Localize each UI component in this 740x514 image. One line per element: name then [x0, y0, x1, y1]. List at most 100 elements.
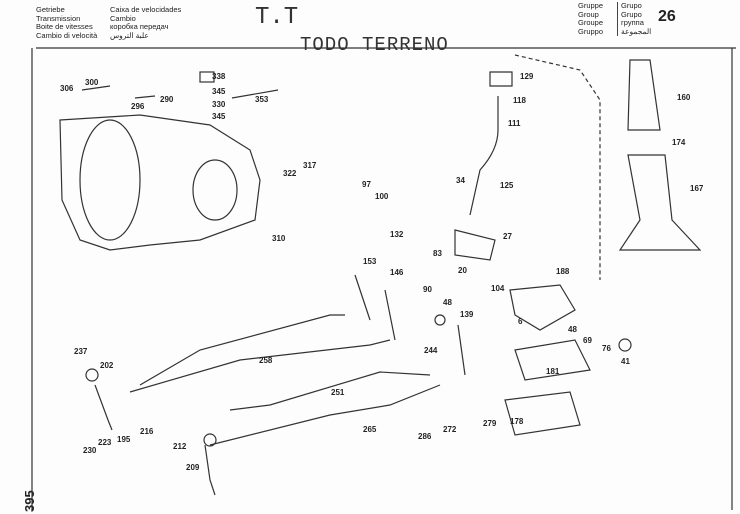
selector-housing	[509, 284, 576, 331]
part-label: 146	[390, 268, 404, 277]
part-label: 258	[259, 356, 273, 365]
part-label: 230	[83, 446, 97, 455]
handwritten-title: T.T	[255, 4, 299, 31]
header-text: Group	[578, 9, 599, 19]
rod-258	[139, 314, 345, 386]
rod-251	[129, 339, 391, 393]
part-label: 34	[456, 176, 465, 185]
part-label: 317	[303, 161, 317, 170]
header-text: Boite de vitesses	[36, 22, 93, 32]
bellhousing	[79, 119, 141, 241]
header-languages-2: Caixa de velocidades Cambio коробка пере…	[110, 5, 182, 40]
part-label: 237	[74, 347, 88, 356]
header-text: Groupe	[578, 18, 604, 28]
header-languages-1: Getriebe Transmission Boite de vitesses …	[36, 5, 98, 40]
gear-cover	[192, 159, 238, 221]
part-label: 330	[212, 100, 226, 109]
group-number: 26	[658, 8, 676, 25]
part-label: 48	[443, 298, 452, 307]
part-label: 132	[390, 230, 404, 239]
handwritten-subtitle: TODO TERRENO	[300, 34, 449, 56]
part-label: 174	[672, 138, 686, 147]
part-label: 104	[491, 284, 505, 293]
part-label: 306	[60, 84, 74, 93]
gearbox-housing	[59, 114, 261, 251]
header-text: Grupo	[621, 9, 642, 19]
shift-boot	[618, 154, 702, 251]
header-text: Cambio	[110, 13, 136, 23]
part-label: 272	[443, 425, 457, 434]
header-text: Cambio di velocità	[36, 30, 98, 40]
knob	[489, 71, 513, 87]
part-label: 69	[583, 336, 592, 345]
gear-lever-knob	[627, 59, 661, 131]
gasket-181	[514, 339, 591, 381]
header-text: المجموعة	[621, 26, 652, 36]
part-label: 195	[117, 435, 131, 444]
part-label: 41	[621, 357, 630, 366]
part-label: 129	[520, 72, 534, 81]
part-label: 125	[500, 181, 514, 190]
part-label: 223	[98, 438, 112, 447]
rod-251b	[229, 371, 431, 411]
lever-209	[204, 444, 216, 496]
part-label: 209	[186, 463, 200, 472]
part-label: 322	[283, 169, 297, 178]
part-label: 265	[363, 425, 377, 434]
header-text: Gruppo	[578, 26, 604, 36]
header-text: Getriebe	[36, 5, 65, 14]
header-text: Transmission	[36, 13, 81, 23]
part-label: 167	[690, 184, 704, 193]
leader-line	[514, 54, 601, 280]
part-label: 20	[458, 266, 467, 275]
part-label: 188	[556, 267, 570, 276]
lever-153	[354, 274, 371, 321]
lever-146	[384, 289, 396, 341]
header-text: علبة التروس	[110, 30, 149, 40]
part-label: 178	[510, 417, 524, 426]
header-text: Grupo	[621, 1, 642, 10]
part-label: 118	[513, 96, 526, 105]
part-label: 251	[331, 388, 345, 397]
part-label: 216	[140, 427, 154, 436]
part-label: 76	[602, 344, 611, 353]
part-label: 48	[568, 325, 577, 334]
part-label: 310	[272, 234, 286, 243]
lever-195	[94, 384, 113, 431]
rod-265	[209, 384, 441, 446]
lever-139	[457, 324, 466, 376]
part-label: 111	[508, 119, 521, 128]
part-label: 279	[483, 419, 497, 428]
part-label: 300	[85, 78, 99, 87]
group-labels-2: Grupo Grupo группа المجموعة	[617, 1, 652, 37]
header-text: Gruppe	[578, 1, 604, 10]
part-label: 90	[423, 285, 432, 294]
part-label: 345	[212, 87, 226, 96]
part-label: 338	[212, 72, 226, 81]
part-label: 244	[424, 346, 438, 355]
group-labels-1: Gruppe Group Groupe Gruppo	[578, 1, 604, 36]
part-label: 345	[212, 112, 226, 121]
part-label: 6	[518, 317, 523, 326]
part-label: 139	[460, 310, 474, 319]
part-label: 181	[546, 367, 560, 376]
part-label: 153	[363, 257, 377, 266]
part-label: 160	[677, 93, 691, 102]
part-label: 290	[160, 95, 174, 104]
part-label: 202	[100, 361, 114, 370]
part-label: 296	[131, 102, 145, 111]
shift-housing	[454, 229, 496, 261]
part-label: 353	[255, 95, 269, 104]
header-text: Caixa de velocidades	[110, 5, 182, 14]
plug	[199, 71, 215, 83]
part-label: 286	[418, 432, 432, 441]
part-label: 27	[503, 232, 512, 241]
part-label: 97	[362, 180, 371, 189]
part-label: 83	[433, 249, 442, 258]
shift-rod	[469, 96, 499, 216]
header-text: группа	[621, 18, 644, 28]
part-label: 100	[375, 192, 389, 201]
part-label: 212	[173, 442, 187, 451]
